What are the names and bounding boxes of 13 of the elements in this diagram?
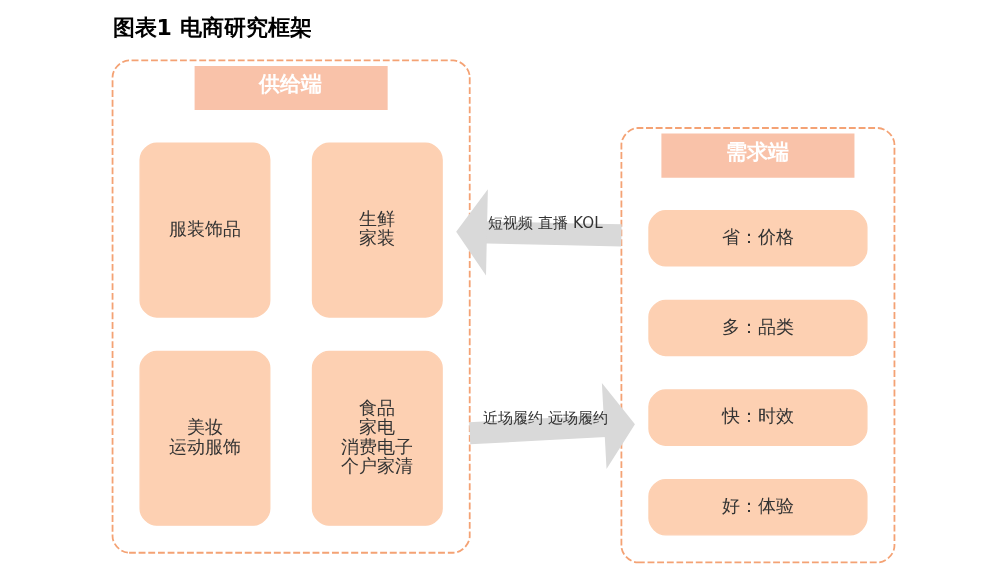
- node-box: 生鲜 家装: [311, 142, 443, 318]
- arrow: [456, 189, 622, 276]
- node-box: 多：品类: [648, 299, 868, 357]
- arrow: [469, 382, 635, 470]
- node-box: 好：体验: [648, 479, 868, 536]
- node-box: 食品 家电 消费电子 个户家清: [311, 350, 443, 526]
- edge-label: 近场履约 远场履约: [483, 408, 608, 427]
- node-box: 美妆 运动服饰: [139, 350, 271, 526]
- node-box: 服装饰品: [139, 142, 271, 318]
- node-box: 省：价格: [648, 210, 868, 267]
- edge-label: 短视频 直播 KOL: [488, 214, 603, 233]
- diagram-title: 图表1 电商研究框架: [112, 15, 312, 41]
- node-box: 快：时效: [648, 389, 868, 446]
